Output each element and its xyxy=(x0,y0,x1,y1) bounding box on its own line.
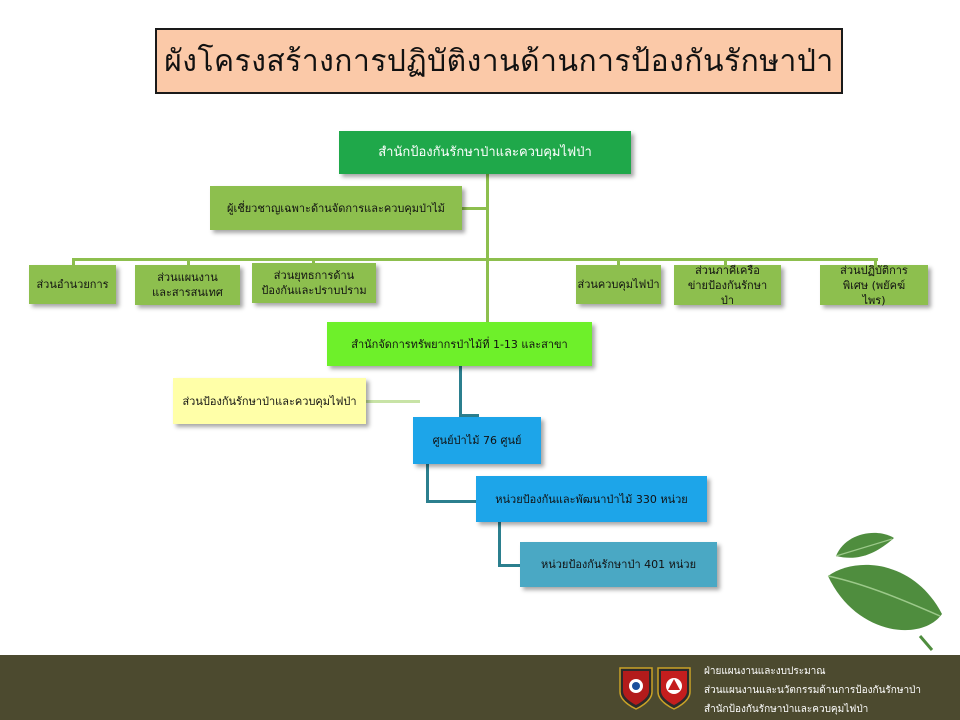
division-node-operations: ส่วนยุทธการด้านป้องกันและปราบปราม xyxy=(252,263,376,303)
forest-centers-node: ศูนย์ป่าไม้ 76 ศูนย์ xyxy=(413,417,541,464)
regional-office-node: สำนักจัดการทรัพยากรป่าไม้ที่ 1-13 และสาข… xyxy=(327,322,592,366)
connector-division-2 xyxy=(187,258,190,266)
protection-units-node: หน่วยป้องกันรักษาป่า 401 หน่วย xyxy=(520,542,717,587)
connector-protect-units xyxy=(498,564,520,567)
footer-line-1: ฝ่ายแผนงานและงบประมาณ xyxy=(704,666,826,677)
connector-division-1 xyxy=(72,258,75,266)
connector-regional-section xyxy=(366,400,420,403)
division-node-admin: ส่วนอำนวยการ xyxy=(29,265,116,304)
connector-dev-units xyxy=(426,500,476,503)
footer-line-3: สำนักป้องกันรักษาป่าและควบคุมไฟป่า xyxy=(704,704,869,715)
division-node-special-ops: ส่วนปฏิบัติการพิเศษ (พยัคฆ์ไพร) xyxy=(820,264,928,307)
division-node-planning: ส่วนแผนงานและสารสนเทศ xyxy=(135,265,240,305)
advisor-node: ผู้เชี่ยวชาญเฉพาะด้านจัดการและควบคุมป่าไ… xyxy=(210,186,462,230)
connector-advisor xyxy=(462,207,488,210)
connector-division-4 xyxy=(617,258,620,266)
division-node-network: ส่วนภาคีเครือข่ายป้องกันรักษาป่า xyxy=(674,264,781,307)
unit-logo-icon xyxy=(657,667,691,710)
department-logo-icon xyxy=(619,667,653,710)
development-units-node: หน่วยป้องกันและพัฒนาป่าไม้ 330 หน่วย xyxy=(476,476,707,522)
division-node-fire-control: ส่วนควบคุมไฟป่า xyxy=(576,265,661,304)
connector-regional-trunk xyxy=(459,366,462,416)
connector-head-trunk xyxy=(486,174,489,322)
head-office-node: สำนักป้องกันรักษาป่าและควบคุมไฟป่า xyxy=(339,131,631,174)
connector-dev-down xyxy=(498,522,501,566)
footer-text: ฝ่ายแผนงานและงบประมาณ ส่วนแผนงานและนวัตก… xyxy=(704,662,921,719)
connector-division-bus xyxy=(72,258,878,261)
connector-division-3 xyxy=(312,258,315,264)
connector-division-6 xyxy=(874,258,877,266)
connector-center-down xyxy=(426,464,429,502)
footer-line-2: ส่วนแผนงานและนวัตกรรมด้านการป้องกันรักษา… xyxy=(704,685,922,696)
regional-section-node: ส่วนป้องกันรักษาป่าและควบคุมไฟป่า xyxy=(173,378,366,424)
connector-center-branch xyxy=(459,414,479,417)
footer-bar xyxy=(0,655,960,720)
page-title: ผังโครงสร้างการปฏิบัติงานด้านการป้องกันร… xyxy=(155,28,843,94)
connector-division-5 xyxy=(724,258,727,266)
leaf-icon xyxy=(827,532,942,651)
